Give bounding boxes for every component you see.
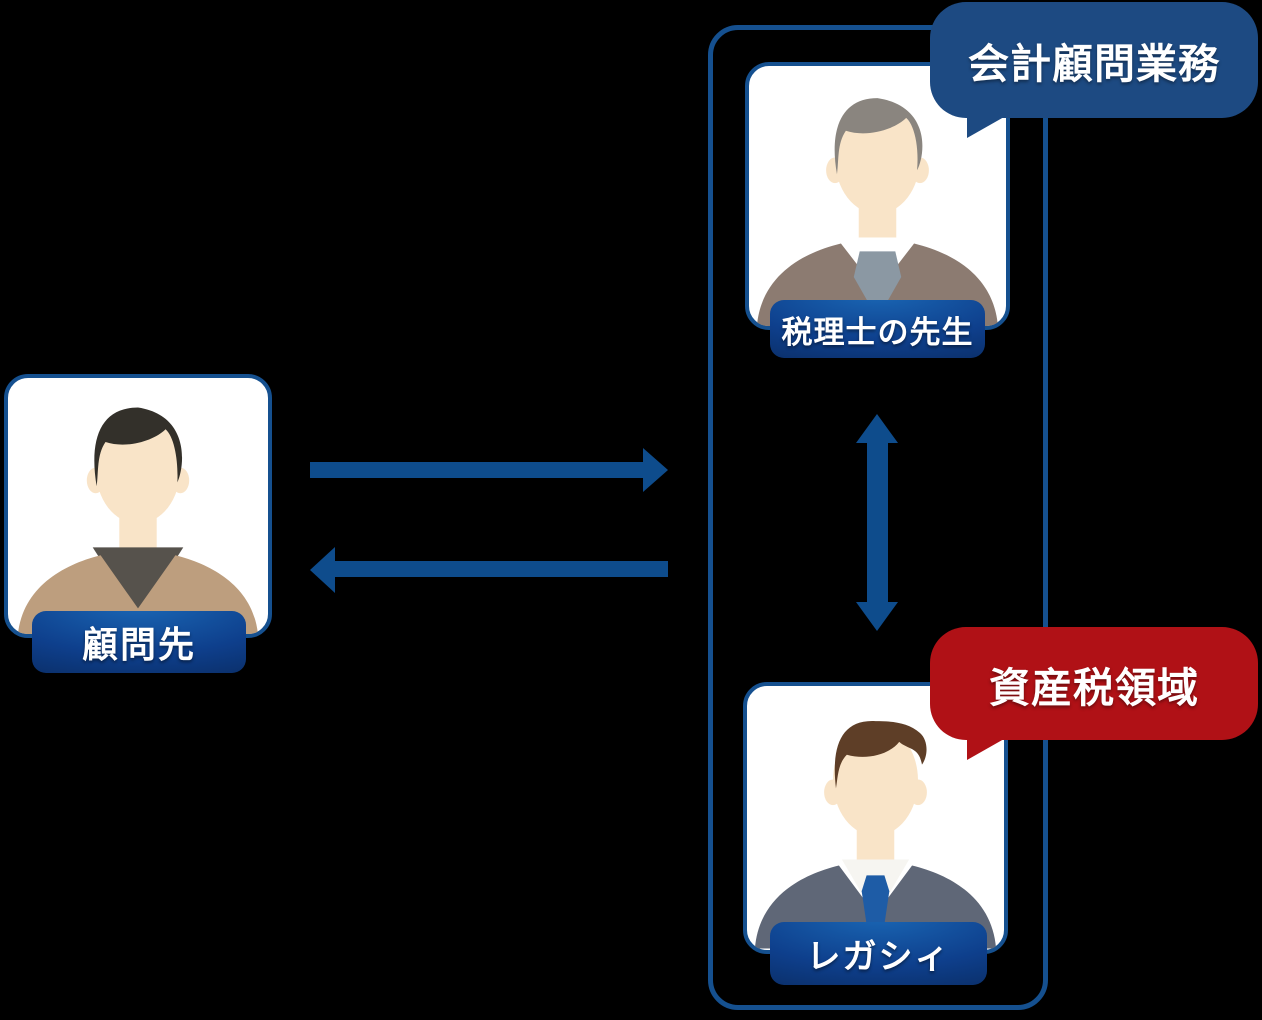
right-arrow-icon	[310, 448, 668, 492]
hair-shape	[834, 98, 923, 175]
inner-collar-shape	[92, 547, 184, 619]
client-avatar	[8, 378, 268, 634]
client-label-text: 顧問先	[81, 624, 196, 666]
tax-accountant-label: 税理士の先生	[770, 300, 985, 358]
tie-shape	[853, 251, 902, 319]
legacy-label-text: レガシィ	[806, 937, 951, 977]
hair-shape	[834, 721, 927, 789]
client-card	[4, 374, 272, 638]
advisor-group-frame	[708, 25, 1048, 1010]
hair-shape	[94, 407, 183, 487]
tax-accountant-label-text: 税理士の先生	[781, 314, 974, 351]
client-person-icon	[18, 407, 258, 634]
accounting-speech-bubble: 会計顧問業務	[930, 2, 1258, 138]
asset-tax-speech-bubble: 資産税領域	[930, 627, 1258, 760]
legacy-label: レガシィ	[770, 922, 987, 985]
client-label: 顧問先	[32, 611, 246, 673]
accounting-bubble-text: 会計顧問業務	[968, 40, 1220, 88]
left-arrow-icon	[310, 547, 668, 593]
asset-tax-bubble-text: 資産税領域	[989, 663, 1199, 712]
